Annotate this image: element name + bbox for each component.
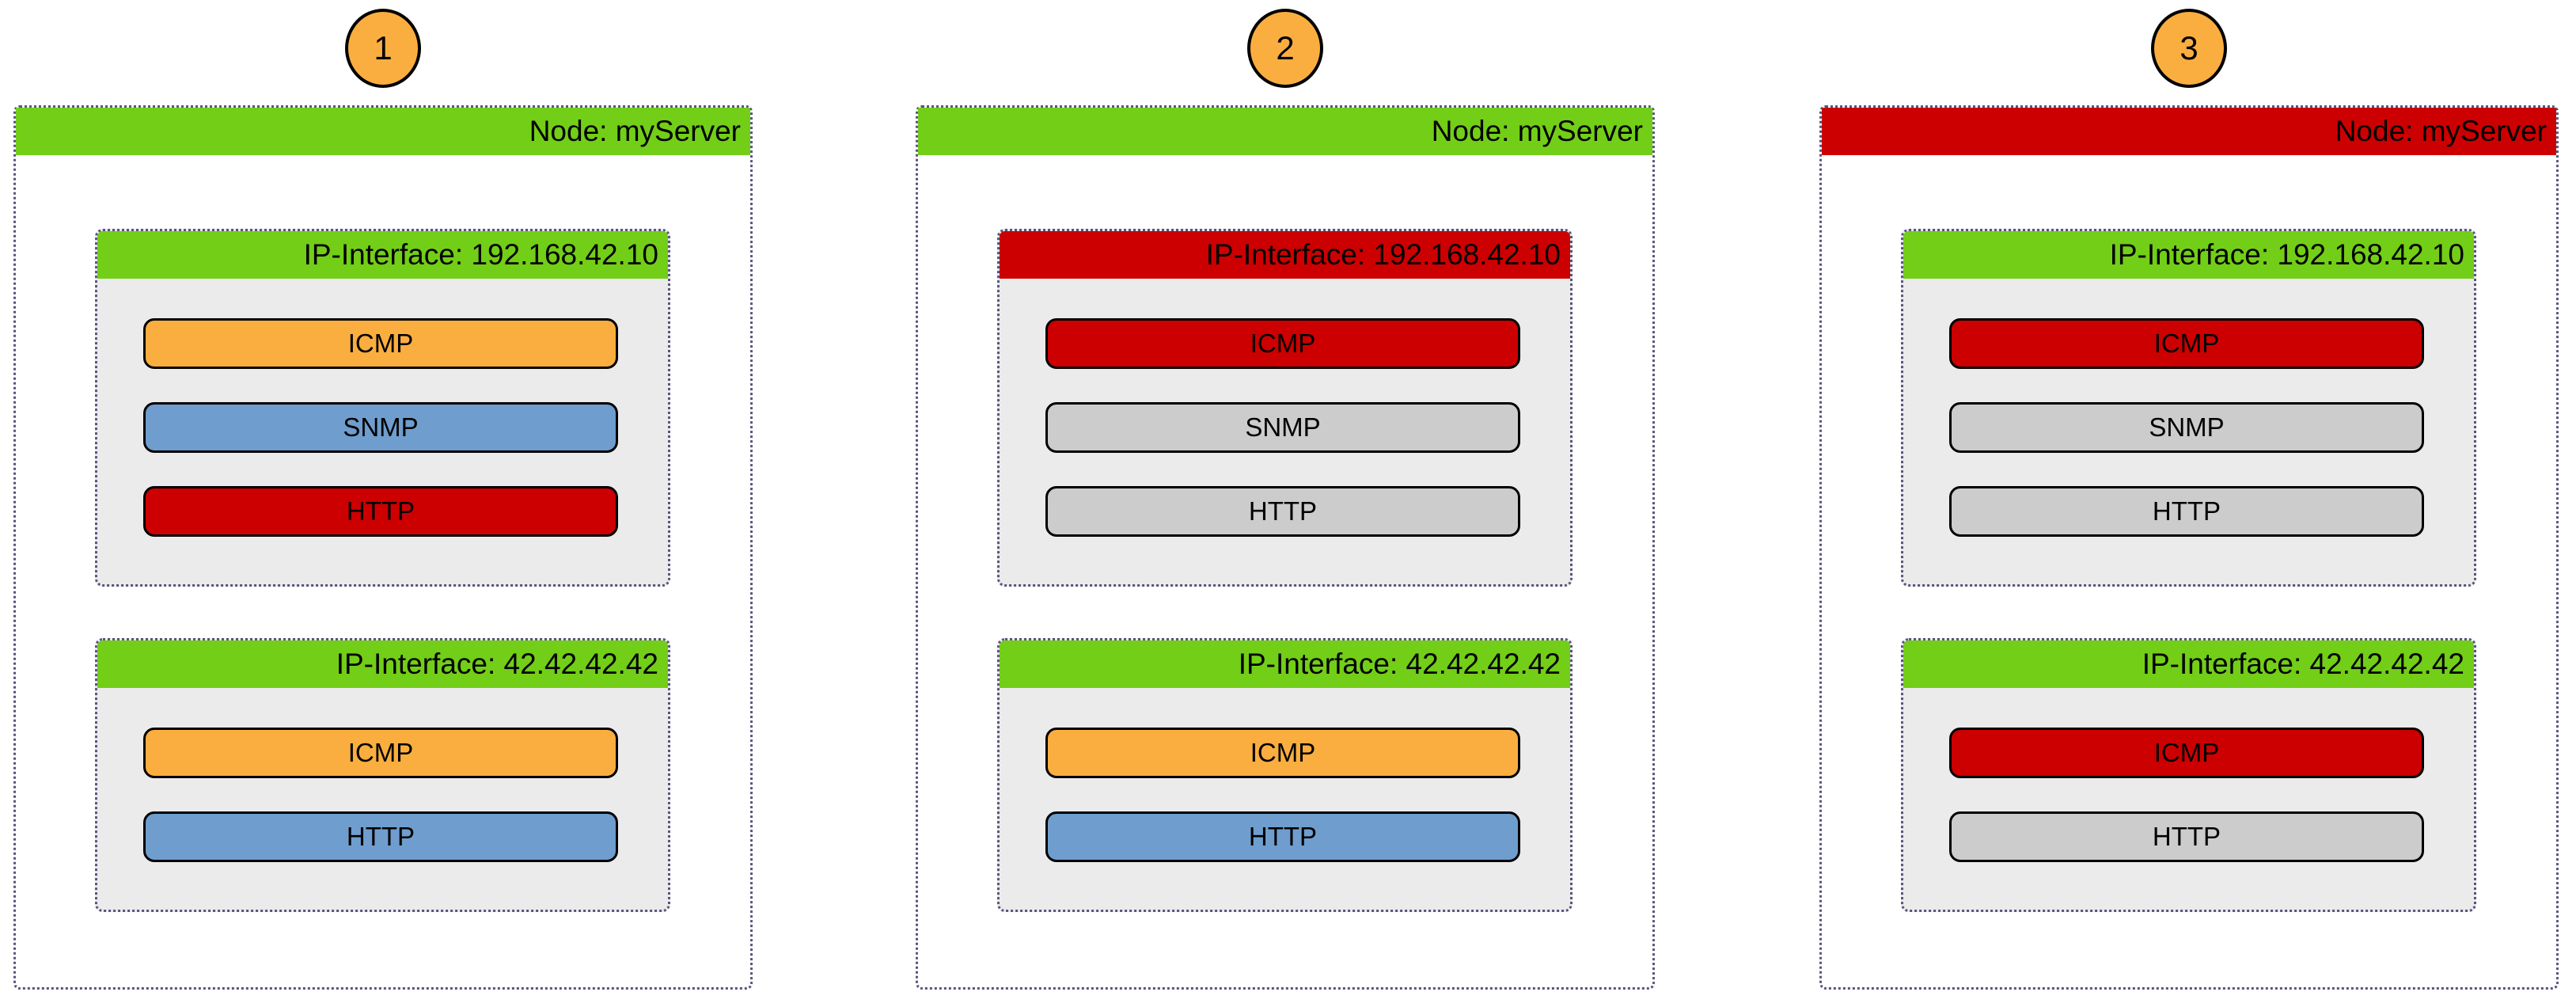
interface-body: ICMP HTTP xyxy=(97,688,668,910)
ip-interface-group: IP-Interface: 42.42.42.42 ICMP HTTP xyxy=(95,638,670,912)
ip-interface-group: IP-Interface: 192.168.42.10 ICMP SNMP HT… xyxy=(997,229,1573,587)
interface-header: IP-Interface: 42.42.42.42 xyxy=(1903,640,2474,688)
interface-body: ICMP SNMP HTTP xyxy=(1903,279,2474,584)
interface-label: IP-Interface: 42.42.42.42 xyxy=(1238,648,1561,680)
protocol-box-icmp: ICMP xyxy=(1045,318,1520,369)
protocol-box-icmp: ICMP xyxy=(1949,318,2424,369)
node-label: Node: myServer xyxy=(529,115,741,147)
protocol-label: ICMP xyxy=(347,738,414,767)
protocol-box-icmp: ICMP xyxy=(1949,728,2424,778)
interface-header: IP-Interface: 192.168.42.10 xyxy=(1903,231,2474,279)
interface-body: ICMP SNMP HTTP xyxy=(1000,279,1570,584)
protocol-box-http: HTTP xyxy=(143,811,618,862)
step-number-label: 3 xyxy=(2180,29,2199,66)
step-number-badge: 1 xyxy=(345,9,421,88)
protocol-box-http: HTTP xyxy=(143,486,618,537)
protocol-box-icmp: ICMP xyxy=(143,728,618,778)
protocol-box-snmp: SNMP xyxy=(1949,402,2424,453)
interface-label: IP-Interface: 42.42.42.42 xyxy=(336,648,658,680)
interface-label: IP-Interface: 192.168.42.10 xyxy=(303,238,658,271)
node-header: Node: myServer xyxy=(16,108,750,155)
protocol-label: HTTP xyxy=(2152,496,2221,526)
protocol-label: ICMP xyxy=(1250,738,1316,767)
node-header: Node: myServer xyxy=(918,108,1652,155)
protocol-box-http: HTTP xyxy=(1045,486,1520,537)
step-number-badge: 3 xyxy=(2151,9,2227,88)
interface-body: ICMP HTTP xyxy=(1903,688,2474,910)
node-header: Node: myServer xyxy=(1822,108,2556,155)
protocol-box-http: HTTP xyxy=(1949,811,2424,862)
protocol-label: HTTP xyxy=(346,822,415,851)
ip-interface-group: IP-Interface: 42.42.42.42 ICMP HTTP xyxy=(997,638,1573,912)
interface-header: IP-Interface: 42.42.42.42 xyxy=(97,640,668,688)
interface-body: ICMP HTTP xyxy=(1000,688,1570,910)
interface-label: IP-Interface: 42.42.42.42 xyxy=(2142,648,2464,680)
protocol-label: SNMP xyxy=(2149,412,2225,442)
protocol-box-snmp: SNMP xyxy=(143,402,618,453)
protocol-label: ICMP xyxy=(2153,329,2220,358)
interface-body: ICMP SNMP HTTP xyxy=(97,279,668,584)
ip-interface-group: IP-Interface: 42.42.42.42 ICMP HTTP xyxy=(1901,638,2476,912)
node-label: Node: myServer xyxy=(2335,115,2547,147)
protocol-box-snmp: SNMP xyxy=(1045,402,1520,453)
interface-label: IP-Interface: 192.168.42.10 xyxy=(1205,238,1561,271)
interface-label: IP-Interface: 192.168.42.10 xyxy=(2109,238,2464,271)
protocol-label: ICMP xyxy=(2153,738,2220,767)
protocol-label: HTTP xyxy=(346,496,415,526)
step-number-label: 2 xyxy=(1276,29,1295,66)
ip-interface-group: IP-Interface: 192.168.42.10 ICMP SNMP HT… xyxy=(1901,229,2476,587)
interface-header: IP-Interface: 42.42.42.42 xyxy=(1000,640,1570,688)
node-panel: 1 Node: myServer IP-Interface: 192.168.4… xyxy=(13,9,753,990)
node-label: Node: myServer xyxy=(1431,115,1643,147)
protocol-label: SNMP xyxy=(1245,412,1321,442)
protocol-label: ICMP xyxy=(347,329,414,358)
protocol-label: HTTP xyxy=(2152,822,2221,851)
protocol-label: HTTP xyxy=(1248,822,1318,851)
protocol-label: HTTP xyxy=(1248,496,1318,526)
ip-interface-group: IP-Interface: 192.168.42.10 ICMP SNMP HT… xyxy=(95,229,670,587)
step-number-label: 1 xyxy=(374,29,393,66)
protocol-box-icmp: ICMP xyxy=(1045,728,1520,778)
node-panel: 3 Node: myServer IP-Interface: 192.168.4… xyxy=(1819,9,2559,990)
protocol-label: SNMP xyxy=(343,412,419,442)
protocol-box-icmp: ICMP xyxy=(143,318,618,369)
interface-header: IP-Interface: 192.168.42.10 xyxy=(97,231,668,279)
protocol-box-http: HTTP xyxy=(1949,486,2424,537)
protocol-box-http: HTTP xyxy=(1045,811,1520,862)
interface-header: IP-Interface: 192.168.42.10 xyxy=(1000,231,1570,279)
protocol-label: ICMP xyxy=(1250,329,1316,358)
step-number-badge: 2 xyxy=(1247,9,1323,88)
node-panel: 2 Node: myServer IP-Interface: 192.168.4… xyxy=(916,9,1655,990)
